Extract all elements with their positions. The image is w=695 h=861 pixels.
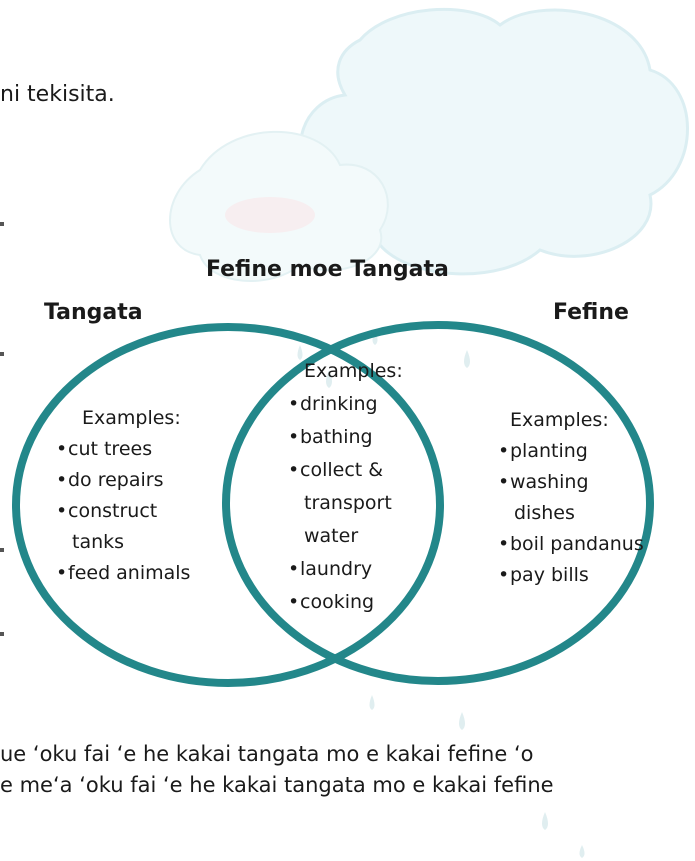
list-item: •planting	[498, 436, 644, 467]
venn-circle-fefine	[222, 321, 654, 685]
list-item-continuation: water	[304, 525, 359, 547]
bullet: •	[288, 459, 300, 481]
list-item: •pay bills	[498, 560, 644, 591]
bullet: •	[288, 393, 300, 415]
list-item: •cooking	[288, 586, 403, 619]
raindrop-icon	[326, 370, 332, 388]
raindrop-icon	[369, 695, 375, 710]
examples-header: Examples:	[510, 409, 609, 431]
tangata-examples: Examples: •cut trees •do repairs •constr…	[56, 403, 190, 589]
bullet: •	[288, 591, 300, 613]
raindrop-icon	[459, 712, 465, 730]
fefine-label: Fefine	[553, 300, 629, 325]
diagram-title: Fefine moe Tangata	[206, 257, 449, 282]
shared-examples: Examples: •drinking •bathing •collect & …	[288, 355, 403, 619]
page-edge-mark	[0, 222, 4, 226]
venn-circle-tangata	[12, 323, 444, 687]
list-item: •collect &	[288, 454, 403, 487]
bullet: •	[56, 500, 68, 522]
question-text-line-2: e meʻa ʻoku fai ʻe he kakai tangata mo e…	[0, 773, 554, 797]
list-item: •bathing	[288, 421, 403, 454]
raindrop-icon	[464, 350, 470, 368]
list-item-continuation: tanks	[72, 531, 125, 553]
instruction-text-fragment: ni tekisita.	[0, 82, 115, 107]
list-item-continuation: transport	[304, 492, 392, 514]
raindrop-icon	[542, 812, 548, 830]
raindrop-icon	[579, 845, 585, 858]
tangata-label: Tangata	[44, 300, 143, 325]
bullet: •	[56, 469, 68, 491]
bullet: •	[498, 440, 510, 462]
page-edge-mark	[0, 548, 4, 552]
list-item: •feed animals	[56, 558, 190, 589]
list-item-continuation: dishes	[514, 502, 575, 524]
bullet: •	[56, 438, 68, 460]
page-edge-mark	[0, 352, 4, 356]
bullet: •	[498, 564, 510, 586]
cloud-pink-tint	[225, 197, 315, 233]
question-text-line-1: ue ʻoku fai ʻe he kakai tangata mo e kak…	[0, 742, 534, 766]
list-item: •drinking	[288, 388, 403, 421]
bullet: •	[498, 471, 510, 493]
examples-header: Examples:	[304, 360, 403, 382]
raindrop-icon	[297, 345, 303, 360]
bullet: •	[288, 426, 300, 448]
page-edge-mark	[0, 632, 4, 636]
fefine-examples: Examples: •planting •washing dishes •boi…	[498, 405, 644, 591]
bullet: •	[288, 558, 300, 580]
list-item: •construct	[56, 496, 190, 527]
examples-header: Examples:	[82, 407, 181, 429]
list-item: •laundry	[288, 553, 403, 586]
bullet: •	[56, 562, 68, 584]
bullet: •	[498, 533, 510, 555]
list-item: •cut trees	[56, 434, 190, 465]
list-item: •washing	[498, 467, 644, 498]
list-item: •do repairs	[56, 465, 190, 496]
list-item: •boil pandanus	[498, 529, 644, 560]
